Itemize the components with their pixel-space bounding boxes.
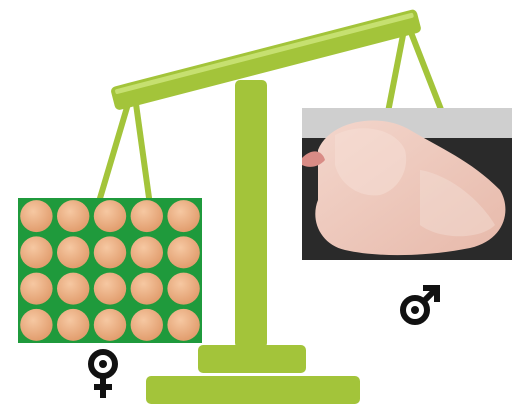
female-symbol-icon [91, 352, 115, 398]
egg [167, 273, 199, 305]
egg [94, 236, 126, 268]
egg [167, 200, 199, 232]
egg [94, 200, 126, 232]
right-pan-strings [388, 30, 442, 112]
egg [167, 309, 199, 341]
egg [57, 236, 89, 268]
egg [131, 273, 163, 305]
egg [94, 309, 126, 341]
egg [131, 309, 163, 341]
egg [57, 200, 89, 232]
egg [20, 200, 52, 232]
egg-tray-photo [18, 198, 202, 343]
egg [94, 273, 126, 305]
scale-base-lower [146, 376, 360, 404]
egg [20, 236, 52, 268]
scale-base-upper [198, 345, 306, 373]
scale-post [235, 80, 267, 348]
egg [167, 236, 199, 268]
male-symbol-icon [403, 288, 437, 322]
raw-chicken-photo [302, 108, 512, 260]
egg [57, 309, 89, 341]
egg [57, 273, 89, 305]
egg [131, 236, 163, 268]
egg [20, 309, 52, 341]
left-pan-strings [98, 104, 150, 205]
egg [20, 273, 52, 305]
egg [131, 200, 163, 232]
